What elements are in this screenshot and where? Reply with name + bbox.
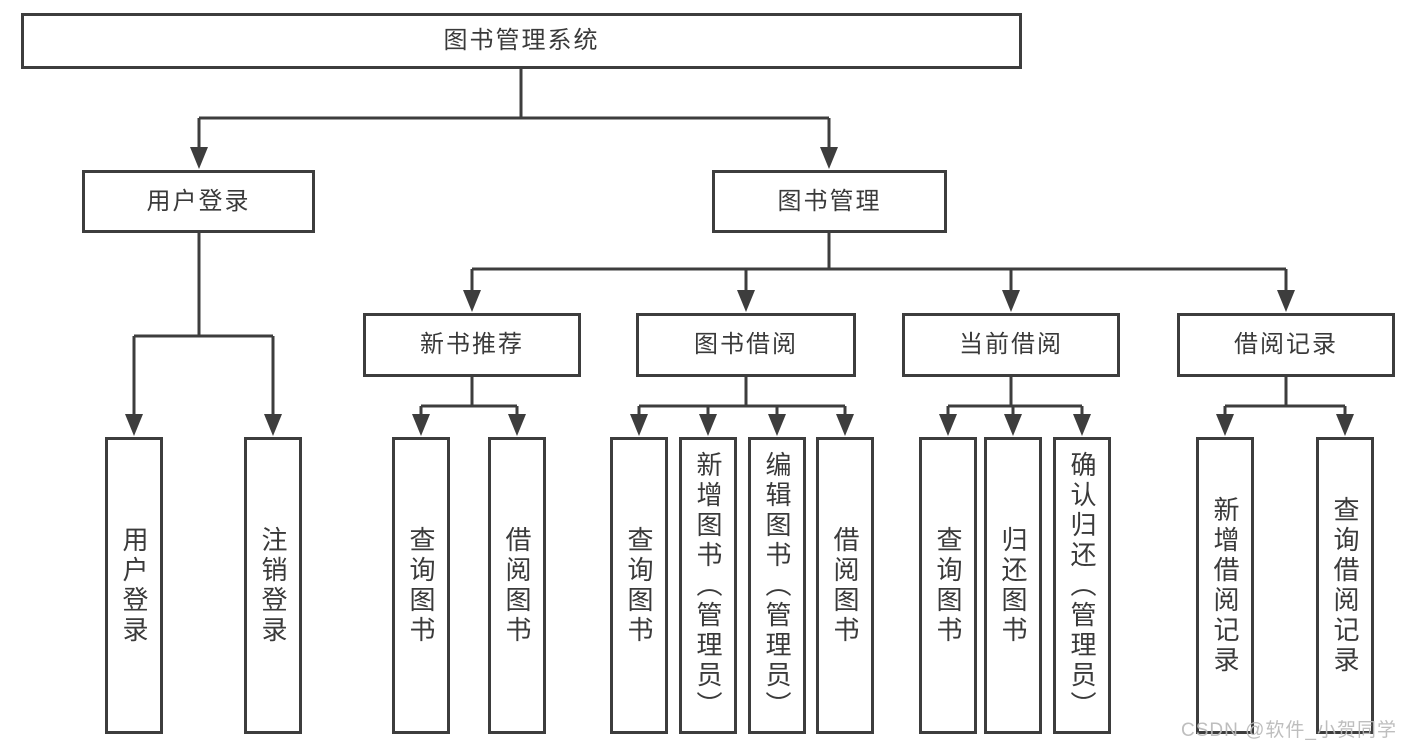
arrowhead-down-icon — [1277, 290, 1295, 312]
arrowhead-down-icon — [820, 147, 838, 169]
arrowhead-down-icon — [1216, 414, 1234, 436]
leaf-return-books: 归还图书 — [984, 437, 1042, 734]
leaf-confirm-return-admin: 确认归还（管理员） — [1053, 437, 1111, 734]
arrowhead-down-icon — [1336, 414, 1354, 436]
node-borrowing-records: 借阅记录 — [1177, 313, 1395, 377]
arrowhead-down-icon — [463, 290, 481, 312]
arrowhead-down-icon — [630, 414, 648, 436]
connector-path — [197, 69, 831, 152]
leaf-add-books-admin: 新增图书（管理员） — [679, 437, 737, 734]
connector-path — [132, 233, 275, 420]
leaf-user-login: 用户登录 — [105, 437, 163, 734]
connector-path — [470, 233, 1288, 296]
csdn-watermark: CSDN @软件_小贺同学 — [1181, 720, 1397, 741]
leaf-edit-books-admin: 编辑图书（管理员） — [748, 437, 806, 734]
leaf-query-books-borrowing: 查询图书 — [610, 437, 668, 734]
leaf-query-borrow-record: 查询借阅记录 — [1316, 437, 1374, 734]
leaf-logout: 注销登录 — [244, 437, 302, 734]
arrowhead-down-icon — [125, 414, 143, 436]
leaf-query-books-recommend: 查询图书 — [392, 437, 450, 734]
node-library-management-system: 图书管理系统 — [21, 13, 1022, 69]
leaf-query-books-current: 查询图书 — [919, 437, 977, 734]
arrowhead-down-icon — [508, 414, 526, 436]
arrowhead-down-icon — [1073, 414, 1091, 436]
leaf-borrow-books: 借阅图书 — [816, 437, 874, 734]
arrowhead-down-icon — [939, 414, 957, 436]
connector-path — [419, 377, 519, 418]
arrowhead-down-icon — [699, 414, 717, 436]
arrowhead-down-icon — [1004, 414, 1022, 436]
leaf-add-borrow-record: 新增借阅记录 — [1196, 437, 1254, 734]
arrowhead-down-icon — [264, 414, 282, 436]
node-new-book-recommendation: 新书推荐 — [363, 313, 581, 377]
connector-path — [946, 377, 1084, 418]
leaf-borrow-books-recommend: 借阅图书 — [488, 437, 546, 734]
arrowhead-down-icon — [836, 414, 854, 436]
node-user-login: 用户登录 — [82, 170, 315, 233]
node-book-management: 图书管理 — [712, 170, 947, 233]
node-book-borrowing: 图书借阅 — [636, 313, 856, 377]
arrowhead-down-icon — [1002, 290, 1020, 312]
connector-path — [1223, 377, 1347, 418]
arrowhead-down-icon — [737, 290, 755, 312]
arrowhead-down-icon — [768, 414, 786, 436]
node-current-borrowing: 当前借阅 — [902, 313, 1120, 377]
arrowhead-down-icon — [190, 147, 208, 169]
arrowhead-down-icon — [412, 414, 430, 436]
connector-path — [637, 377, 847, 418]
